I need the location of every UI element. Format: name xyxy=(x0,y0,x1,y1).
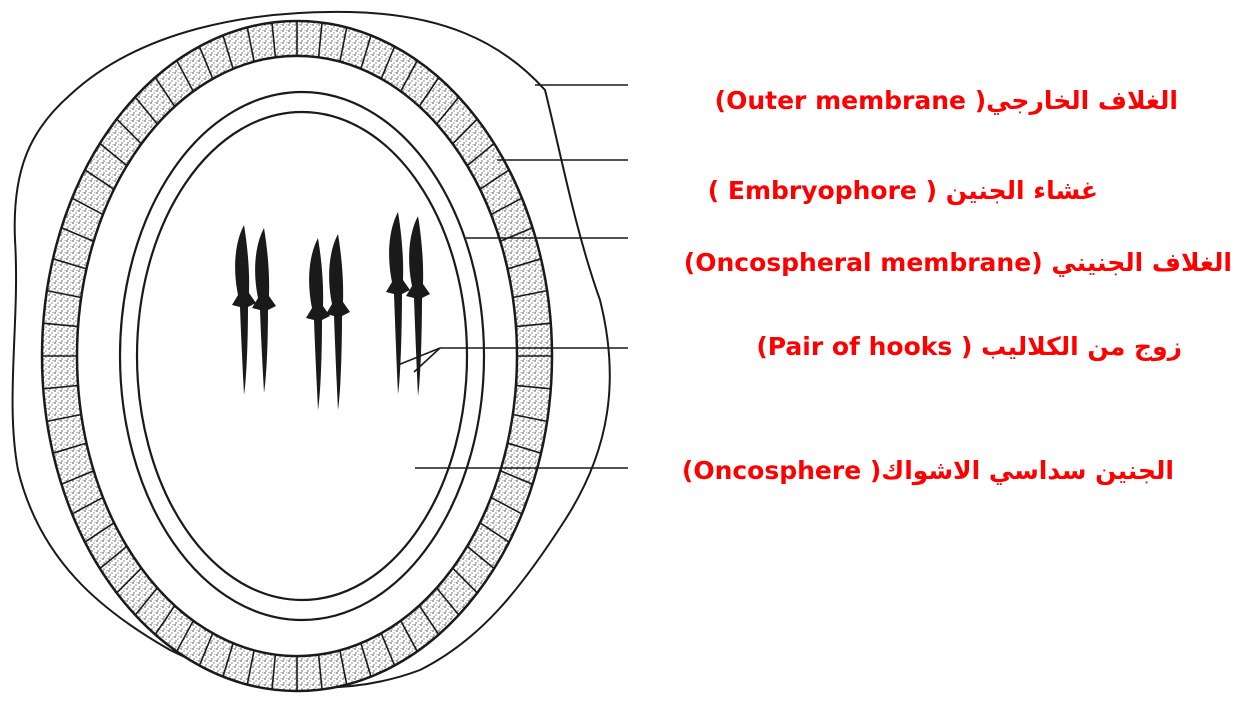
label-oncospheral-membrane: الغلاف الجنيني (Oncospheral membrane) xyxy=(684,250,1232,275)
label-embryophore: غشاء الجنين ( Embryophore ) xyxy=(708,178,1098,203)
label-oncosphere: الجنين سداسي الاشواك( Oncosphere) xyxy=(682,458,1174,483)
label-outer-membrane: الغلاف الخارجي( Outer membrane) xyxy=(715,88,1178,113)
label-pair-of-hooks: زوج من الكلاليب ( Pair of hooks) xyxy=(756,334,1182,359)
